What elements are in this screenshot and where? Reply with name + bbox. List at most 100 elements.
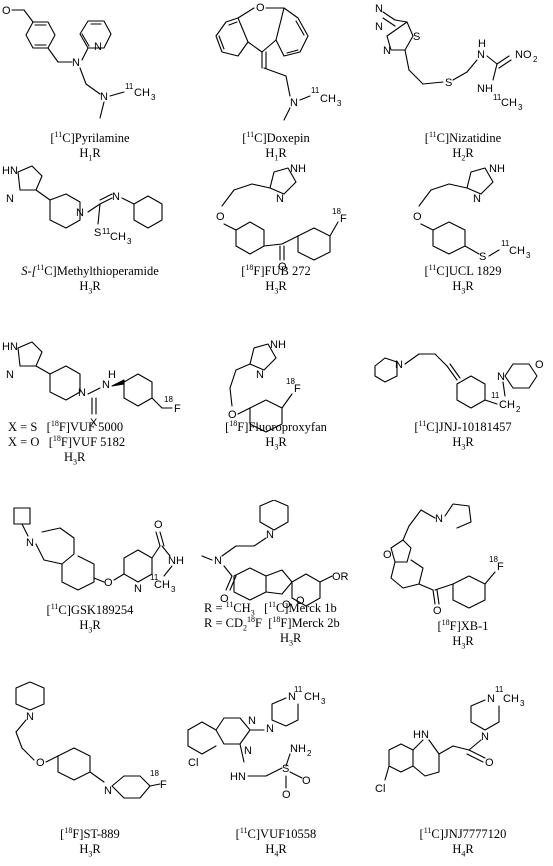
compound-name: C]UCL 1829: [436, 264, 502, 278]
caption-fub272: [18F]FUB 272 H3R: [186, 263, 366, 295]
atom-label: F: [174, 403, 181, 415]
isotope-mark: 18: [332, 207, 341, 216]
receptor: H: [64, 450, 74, 464]
receptor: H: [79, 146, 89, 160]
atom-label: N: [276, 193, 284, 205]
compound-name: F]XB-1: [449, 619, 489, 633]
receptor: H: [79, 279, 89, 293]
atom-label: N: [477, 49, 485, 61]
isotope: 11: [54, 129, 63, 139]
subscript: 3: [250, 608, 255, 618]
atom-label: N: [72, 57, 80, 69]
atom-label: N: [487, 693, 495, 705]
atom-label: O: [256, 2, 265, 14]
receptor-suffix: R: [278, 279, 287, 293]
compound-name: F]VUF 5000: [58, 420, 124, 434]
atom-label: N: [395, 359, 403, 371]
name-prefix: S-[: [21, 264, 37, 278]
receptor-suffix: R: [77, 450, 86, 464]
atom-label: CH: [501, 97, 517, 109]
receptor-suffix: R: [293, 631, 302, 645]
receptor-subtype: 3: [274, 442, 279, 452]
caption-jnj10181457: [11C]JNJ-10181457 H3R: [373, 418, 553, 452]
compound-name: C]Doxepin: [254, 131, 310, 145]
atom-label: O: [296, 595, 305, 607]
isotope: 18: [50, 418, 59, 428]
structure-pyrilamine: O N N N 11 CH 3: [0, 0, 180, 160]
isotope-mark: 11: [493, 93, 502, 102]
atom-label: N: [244, 745, 252, 757]
isotope-mark: 18: [150, 769, 159, 778]
atom-label: S: [413, 31, 420, 43]
isotope-mark: 11: [495, 685, 504, 694]
subscript: 3: [171, 585, 176, 594]
isotope-mark: 11: [294, 685, 303, 694]
structure-st889: N O N 18 F: [0, 680, 180, 810]
atom-label: CH: [134, 87, 150, 99]
receptor-suffix: R: [465, 842, 474, 856]
isotope-mark: 11: [491, 391, 500, 400]
atom-label: O: [36, 757, 45, 769]
name-prefix: [: [242, 131, 247, 145]
atom-label: O: [104, 577, 113, 589]
atom-label: O: [535, 359, 544, 371]
receptor: H: [79, 618, 89, 632]
r-group: F: [255, 616, 262, 630]
atom-label: N: [497, 371, 505, 383]
receptor-subtype: 3: [461, 442, 466, 452]
name-prefix: [: [60, 827, 65, 841]
atom-label: O: [228, 409, 237, 421]
isotope: 11: [423, 825, 432, 835]
atom-label: F: [497, 561, 504, 573]
atom-label: N: [421, 729, 429, 741]
atom-label: N: [26, 711, 34, 723]
structure-gsk189254: N O N O N H 11 CH 3: [0, 500, 186, 620]
atom-label: X: [90, 417, 98, 429]
caption-vuf10558: [11C]VUF10558 H4R: [186, 826, 366, 858]
atom-label: S: [479, 251, 486, 263]
receptor-subtype: 3: [461, 641, 466, 651]
r-group: CH: [233, 601, 251, 615]
atom-label: N: [6, 369, 14, 381]
isotope: 18: [229, 418, 238, 428]
isotope-mark: 11: [501, 239, 510, 248]
receptor-subtype: 3: [461, 286, 466, 296]
subscript: 2: [533, 55, 538, 64]
isotope-mark: 18: [164, 395, 173, 404]
isotope: 11: [418, 418, 427, 428]
atom-label: N: [383, 45, 391, 57]
compound-name: C]JNJ7777120: [431, 827, 507, 841]
isotope-mark: 11: [102, 227, 111, 236]
name-prefix: [: [46, 420, 51, 434]
caption-gsk189254: [11C]GSK189254 H3R: [0, 602, 180, 634]
atom-label: O: [220, 593, 229, 605]
atom-label: CH: [110, 231, 126, 243]
atom-label: CH: [503, 693, 519, 705]
atom-label: N: [76, 207, 84, 219]
atom-label: CH: [304, 691, 320, 703]
subscript: 2: [307, 749, 312, 758]
receptor-suffix: R: [92, 279, 101, 293]
caption-jnj7777120: [11C]JNJ7777120 H4R: [373, 825, 553, 858]
isotope-mark: 11: [150, 573, 159, 582]
compound-name: C]Merck 1b: [275, 601, 337, 615]
atom-label: NH: [489, 163, 505, 175]
atom-label: N: [473, 193, 481, 205]
atom-label: N: [266, 723, 274, 735]
receptor-subtype: 3: [88, 286, 93, 296]
structure-fluoroproxyfan: NH N O 18 F: [196, 336, 366, 446]
atom-label: N: [375, 3, 383, 15]
atom-label: N: [112, 191, 120, 203]
variant-x: X = O: [8, 435, 40, 449]
receptor-suffix: R: [92, 146, 101, 160]
receptor: H: [265, 146, 275, 160]
receptor: H: [280, 631, 290, 645]
atom-label: O: [2, 5, 11, 17]
subscript: 2: [516, 405, 521, 414]
atom-label: N: [375, 21, 383, 33]
receptor-subtype: 1: [88, 153, 93, 163]
caption-vuf5000: X = S [18F]VUF 5000 X = O [18F]VUF 5182 …: [8, 418, 188, 466]
compound-name: F]VUF 5182: [60, 435, 126, 449]
compound-name: C]Methylthioperamide: [44, 264, 159, 278]
isotope: 18: [52, 433, 61, 443]
